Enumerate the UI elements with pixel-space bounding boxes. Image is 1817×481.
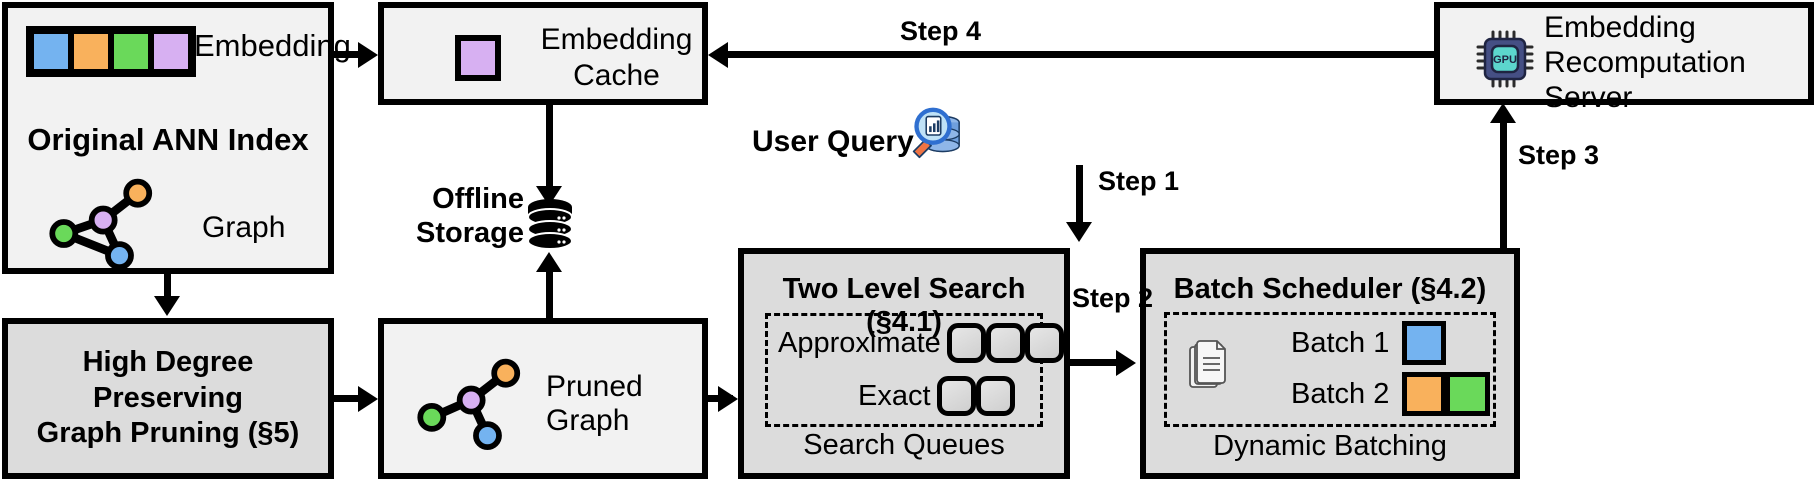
graph-label: Graph — [202, 211, 286, 244]
two-level-search-title: Two Level Search (§4.1) — [782, 273, 1026, 338]
approximate-queue-row: Approximate — [778, 323, 1064, 363]
gpu-chip-icon: GPU — [1476, 30, 1534, 88]
embedding-cell-4 — [151, 31, 191, 72]
embedding-cell-2 — [71, 31, 111, 72]
arrowhead-ann-to-cache — [358, 42, 378, 68]
batch-2-row: Batch 2 — [1291, 372, 1491, 416]
embedding-label: Embedding — [194, 28, 351, 63]
documents-stack-icon — [1189, 340, 1226, 388]
offline-storage-label: Offline Storage — [404, 182, 524, 250]
original-ann-index-box: Embedding Original ANN Index Graph — [2, 2, 351, 274]
batch-scheduler-box: Batch Scheduler (§4.2) Batch 1 Batch 2 — [1140, 248, 1520, 479]
arrowhead-cache-to-storage — [536, 186, 562, 206]
pruned-graph-box: Pruned Graph — [378, 318, 708, 479]
user-query-label: User Query — [752, 125, 914, 158]
step-1-label: Step 1 — [1098, 166, 1180, 196]
arrowhead-pruned-graph-to-search — [718, 386, 738, 412]
approximate-queue-slot[interactable] — [985, 323, 1025, 363]
graph-blue-node — [473, 421, 502, 450]
exact-queue-row: Exact — [778, 376, 1015, 416]
exact-queue-label: Exact — [858, 379, 931, 412]
batch-2-chip — [1402, 372, 1447, 416]
approximate-queue-slot[interactable] — [946, 323, 986, 363]
exact-queue-slot[interactable] — [936, 376, 976, 416]
recomputation-server-label: Embedding Recomputation Server — [1544, 10, 1800, 115]
embedding-recomputation-server-box: GPU Embedding Recomputation Server — [1434, 2, 1814, 114]
recomputation-server-line2: Recomputation — [1544, 46, 1746, 80]
graph-green-node — [49, 219, 79, 248]
connector-pruning-to-pruned-graph — [334, 395, 362, 402]
batch-1-chip — [1402, 321, 1447, 365]
database-cylinder-icon — [527, 199, 573, 250]
gpu-icon-text: GPU — [1493, 54, 1517, 66]
connector-pruned-graph-to-storage — [546, 262, 553, 320]
embedding-cache-label: Embedding Cache — [529, 22, 704, 94]
dynamic-batching-group: Batch 1 Batch 2 — [1164, 312, 1496, 427]
batch-2-chip — [1446, 372, 1491, 416]
graph-pruning-line1: High Degree Preserving — [82, 346, 254, 414]
step-2-label: Step 2 — [1072, 283, 1154, 313]
batch-1-row: Batch 1 — [1291, 321, 1447, 365]
graph-orange-node — [123, 178, 153, 208]
connector-step2 — [1070, 359, 1125, 366]
embedding-cell-1 — [31, 31, 71, 72]
connector-step1 — [1076, 165, 1083, 227]
approximate-queue-label: Approximate — [778, 326, 941, 359]
arrowhead-step1 — [1066, 222, 1092, 242]
batch-1-label: Batch 1 — [1291, 326, 1390, 359]
recomputation-server-line1: Embedding — [1544, 11, 1696, 44]
exact-queue-slot[interactable] — [975, 376, 1015, 416]
recomputation-server-line3: Server — [1544, 81, 1633, 115]
graph-green-node — [417, 402, 447, 432]
graph-pruning-line2: Graph Pruning (§5) — [36, 417, 300, 450]
embedding-vector-strip — [26, 26, 196, 77]
pruned-graph-illustration — [417, 358, 521, 450]
embedding-swatch-icon — [455, 35, 501, 81]
graph-blue-node — [105, 241, 134, 270]
arrowhead-ann-to-pruning — [154, 296, 180, 316]
graph-pruning-box: High Degree Preserving Graph Pruning (§5… — [2, 318, 334, 479]
graph-purple-node — [456, 385, 486, 415]
offline-storage-line2: Storage — [416, 217, 524, 250]
dynamic-batching-caption: Dynamic Batching — [1213, 430, 1447, 462]
search-queues-group: Approximate Exact — [765, 313, 1064, 427]
step-4-label: Step 4 — [900, 16, 982, 46]
connector-step4 — [724, 51, 1436, 58]
arrowhead-step2 — [1116, 350, 1136, 376]
search-queues-caption: Search Queues — [803, 429, 1005, 461]
connector-ann-to-cache — [334, 51, 362, 58]
arrowhead-pruning-to-pruned-graph — [358, 386, 378, 412]
batch-2-label: Batch 2 — [1291, 377, 1390, 410]
graph-purple-node — [88, 205, 118, 235]
embedding-cache-box: Embedding Cache — [378, 2, 708, 105]
approximate-queue-slot[interactable] — [1024, 323, 1064, 363]
arrowhead-step4 — [708, 42, 728, 68]
arrowhead-step3 — [1490, 103, 1516, 123]
ann-graph-illustration — [49, 178, 153, 270]
offline-storage-line1: Offline — [432, 183, 524, 215]
graph-orange-node — [491, 358, 521, 388]
two-level-search-box: Two Level Search (§4.1) Approximate Exac… — [738, 248, 1070, 479]
connector-cache-to-storage — [546, 105, 553, 193]
pruned-graph-label: Pruned Graph — [546, 370, 643, 437]
embedding-cell-3 — [111, 31, 151, 72]
connector-step3 — [1500, 118, 1507, 248]
embedding-cache-line1: Embedding — [540, 23, 693, 56]
magnifier-database-icon — [912, 107, 960, 159]
connector-ann-to-pruning — [164, 274, 171, 300]
step-3-label: Step 3 — [1518, 140, 1600, 170]
batch-scheduler-title: Batch Scheduler (§4.2) — [1173, 273, 1487, 305]
embedding-cache-line2: Cache — [573, 59, 660, 92]
original-ann-index-title: Original ANN Index — [27, 122, 309, 157]
arrowhead-pruned-graph-to-storage — [536, 252, 562, 272]
